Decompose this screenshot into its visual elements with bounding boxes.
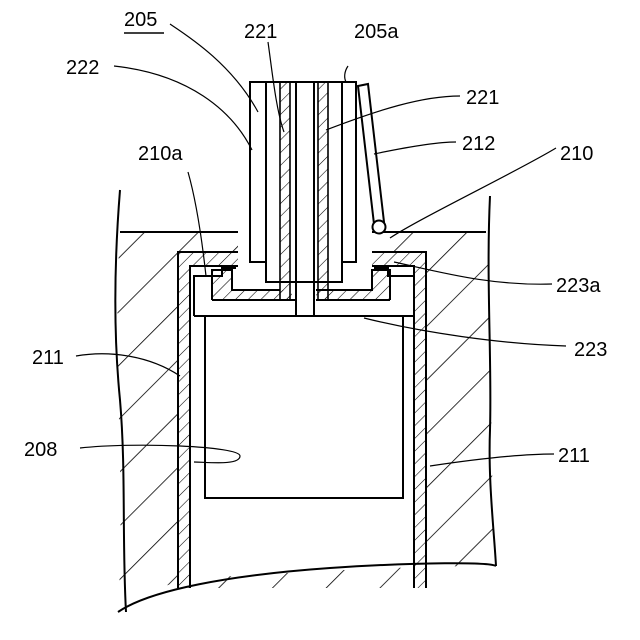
label-211-right: 211 [558,445,590,467]
label-212: 212 [462,133,495,155]
label-223a: 223a [556,275,601,297]
label-210a: 210a [138,143,183,165]
label-211-left: 211 [32,347,64,369]
label-223: 223 [574,339,607,361]
label-222: 222 [66,57,99,79]
lever-212 [358,84,386,234]
label-221-top: 221 [244,21,277,43]
label-221-right: 221 [466,87,499,109]
label-205a: 205a [354,21,399,43]
nozzle-205 [212,82,390,316]
label-205: 205 [124,9,157,31]
label-208: 208 [24,439,57,461]
cavity-208 [205,316,403,498]
label-210: 210 [560,143,593,165]
